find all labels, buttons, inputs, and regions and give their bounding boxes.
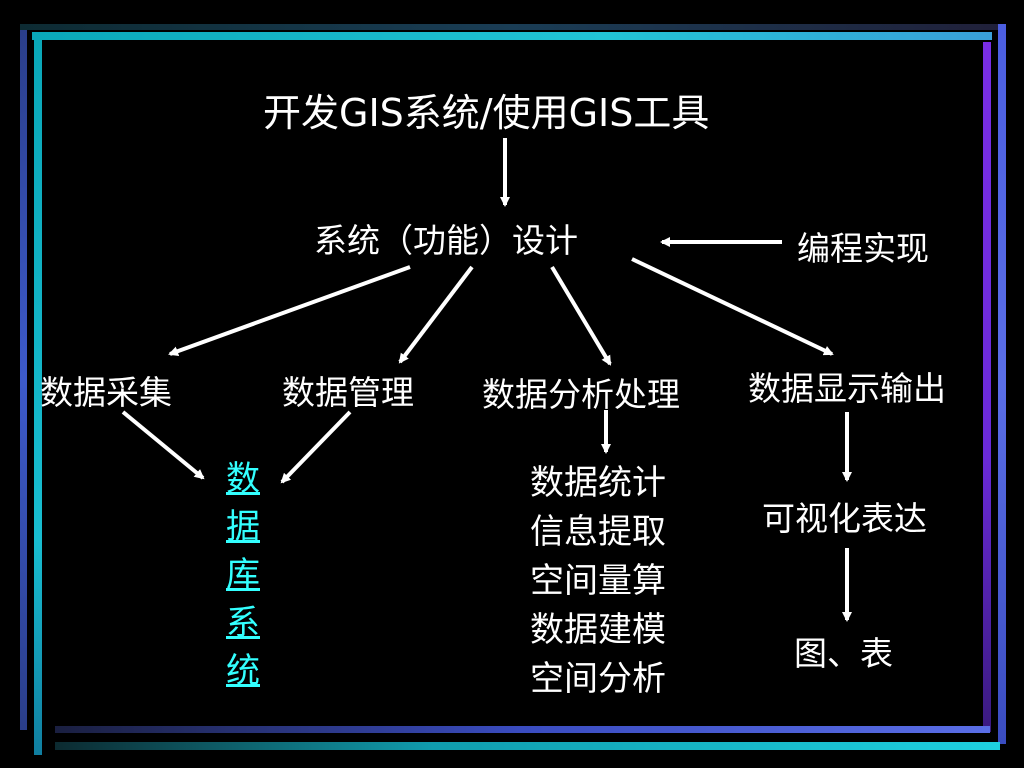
frame-top-cyan-bar	[32, 32, 992, 40]
frame-right-purple-bar	[983, 42, 991, 732]
visualization-node: 可视化表达	[762, 499, 927, 538]
analysis-item: 空间分析	[530, 659, 666, 699]
arrow-collection-to-database	[121, 410, 205, 480]
implementation-node: 编程实现	[797, 229, 929, 268]
frame-top-dark-bar	[20, 24, 1005, 30]
database-char: 统	[226, 651, 260, 691]
analysis-item: 数据建模	[530, 610, 666, 650]
frame-bottom-blue-bar	[55, 726, 990, 733]
analysis-node: 数据分析处理	[482, 375, 680, 414]
database-char: 库	[226, 555, 260, 595]
analysis-item: 数据统计	[530, 463, 666, 503]
frame-left-outer-bar	[20, 30, 27, 730]
database-char: 据	[226, 507, 260, 547]
arrow-management-to-database	[280, 410, 352, 484]
design-node: 系统（功能）设计	[314, 221, 578, 260]
arrow-design-to-collection	[168, 265, 411, 356]
management-node: 数据管理	[282, 373, 414, 412]
arrow-design-to-management	[398, 265, 474, 364]
analysis-item: 空间量算	[530, 561, 666, 601]
arrow-design-to-analysis	[550, 265, 612, 366]
analysis-item: 信息提取	[530, 512, 666, 552]
output-node: 图、表	[794, 634, 893, 673]
display-node: 数据显示输出	[748, 369, 946, 408]
frame-left-cyan-bar	[34, 40, 42, 755]
collection-node: 数据采集	[40, 373, 172, 412]
frame-right-blue-bar	[998, 24, 1006, 744]
database-char: 数	[226, 459, 260, 499]
arrow-design-to-display	[631, 257, 834, 356]
database-char: 系	[226, 603, 260, 643]
analysis-items-list: 数据统计 信息提取 空间量算 数据建模 空间分析	[530, 459, 666, 704]
top-node-title: 开发GIS系统/使用GIS工具	[263, 91, 710, 135]
database-system-link[interactable]: 数 据 库 系 统	[223, 455, 263, 695]
frame-bottom-cyan-bar	[55, 742, 1000, 750]
